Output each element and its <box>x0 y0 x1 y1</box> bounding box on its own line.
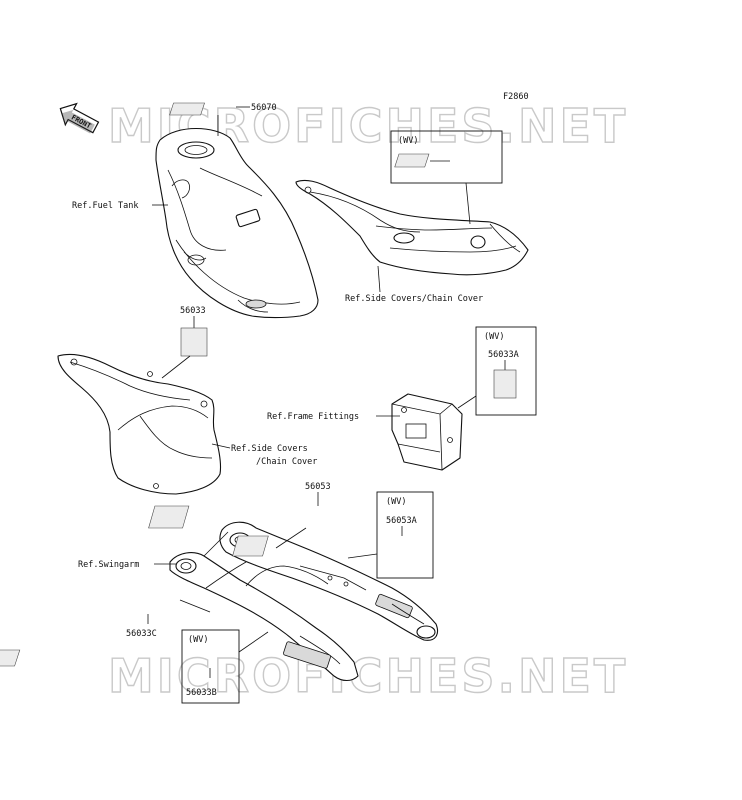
side-cover-right-drawing <box>295 179 529 276</box>
part-56053-label[interactable]: 56053 <box>305 482 331 492</box>
wv-box-56033B <box>181 629 240 704</box>
side-cover-left-drawing <box>57 353 222 495</box>
decal-56031-icon <box>394 153 430 168</box>
wv-box-56033A <box>475 326 537 416</box>
decal-56033-icon <box>180 327 208 357</box>
ref-chain-cover-left-label[interactable]: /Chain Cover <box>256 457 317 467</box>
part-56033B-label[interactable]: 56033B <box>186 688 217 698</box>
frame-fitting-drawing <box>391 393 463 471</box>
leader-56053-swingarm <box>275 527 307 549</box>
ref-side-covers-top-label[interactable]: Ref.Side Covers/Chain Cover <box>345 294 483 304</box>
ref-side-covers-left-label[interactable]: Ref.Side Covers <box>231 444 308 454</box>
leader-56031-cover <box>465 182 471 225</box>
part-56033A-label[interactable]: 56033A <box>488 350 519 360</box>
wv-label-56033A: (WV) <box>484 332 504 342</box>
leader-56033A-fitting <box>457 395 477 409</box>
leader-56033B-swingarm <box>238 631 269 653</box>
watermark-bottom: MICROFICHES.NET <box>108 649 628 703</box>
decal-56053A-icon <box>232 535 269 557</box>
leader-56053A-swingarm <box>347 553 378 559</box>
part-56033C-label[interactable]: 56033C <box>126 629 157 639</box>
wv-label-56031: (WV) <box>398 136 418 146</box>
wv-box-56053A <box>376 491 434 579</box>
decal-56033A-icon <box>493 369 517 399</box>
leader-side-covers-top <box>377 265 381 293</box>
wv-box-56031 <box>390 130 503 184</box>
part-56033-label[interactable]: 56033 <box>180 306 206 316</box>
decal-56070-icon <box>169 102 205 116</box>
fuel-tank-drawing <box>155 128 319 319</box>
leader-56033-cover <box>161 355 191 379</box>
figure-code: F2860 <box>503 92 529 102</box>
wv-label-56033B: (WV) <box>188 635 208 645</box>
front-arrow-icon: FRONT <box>59 102 100 134</box>
ref-frame-fittings-label[interactable]: Ref.Frame Fittings <box>267 412 359 422</box>
swingarm-drawing <box>169 521 439 682</box>
decal-56033B-icon <box>0 649 21 667</box>
leader-56033C <box>179 599 211 613</box>
wv-label-56053A: (WV) <box>386 497 406 507</box>
ref-swingarm-label[interactable]: Ref.Swingarm <box>78 560 139 570</box>
decal-56053-icon <box>148 505 190 529</box>
ref-fuel-tank-label[interactable]: Ref.Fuel Tank <box>72 201 139 211</box>
leader-side-covers-left <box>211 443 231 449</box>
part-56053A-label[interactable]: 56053A <box>386 516 417 526</box>
part-56070-label[interactable]: 56070 <box>251 103 277 113</box>
